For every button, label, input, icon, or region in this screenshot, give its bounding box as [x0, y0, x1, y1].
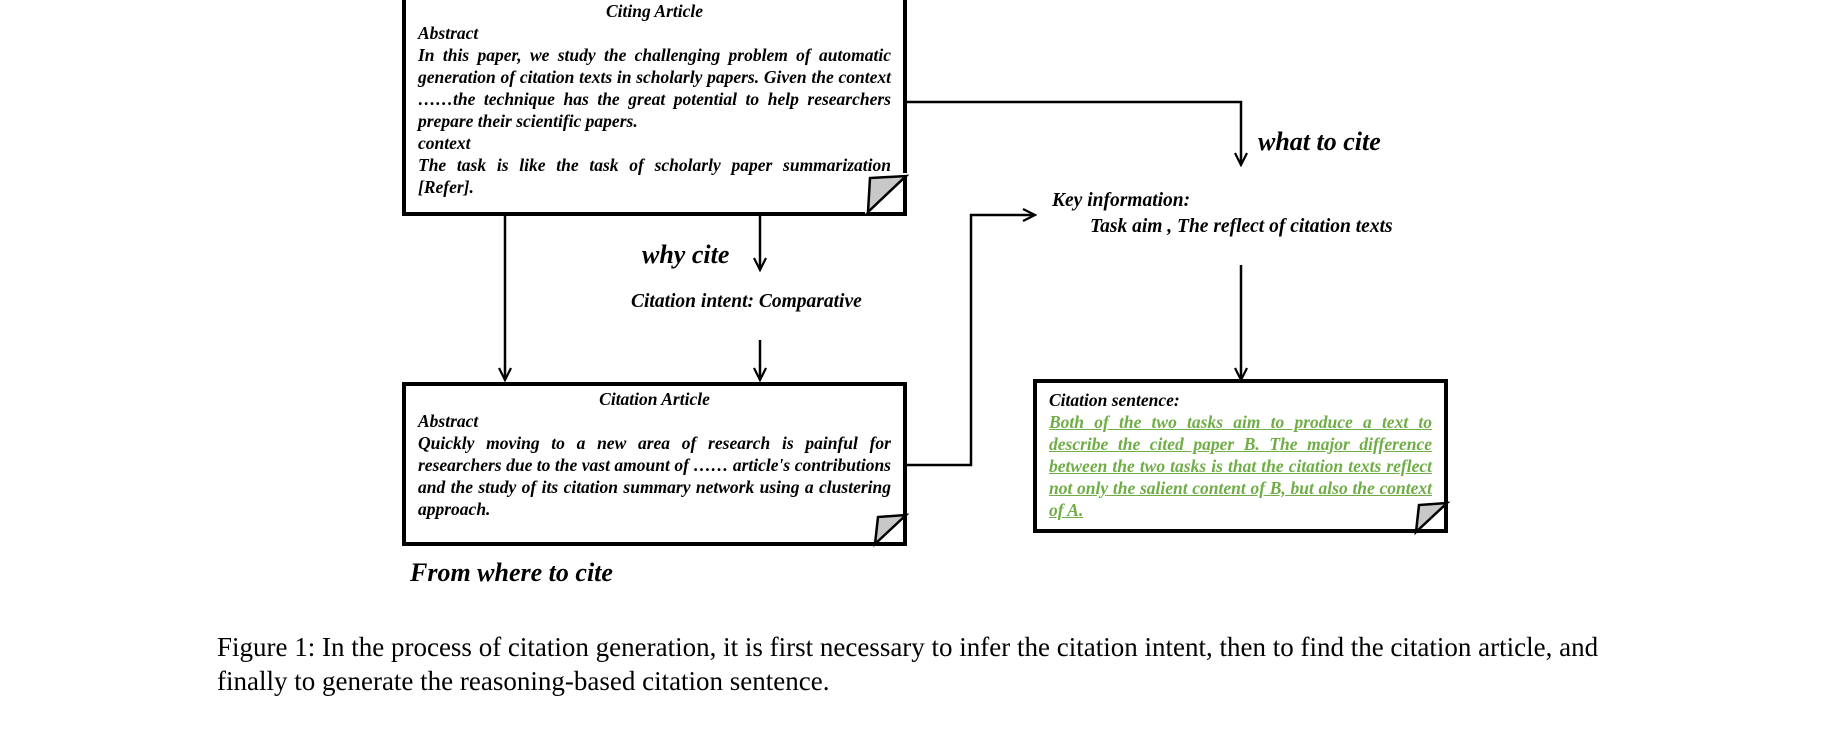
key-information-text: Task aim , The reflect of citation texts: [1090, 216, 1393, 237]
citation-sentence-text: Both of the two tasks aim to produce a t…: [1049, 412, 1432, 520]
citing-context-label: context: [418, 133, 471, 153]
citation-abstract-text: Quickly moving to a new area of research…: [418, 433, 891, 519]
sentence-page-fold-icon: [1414, 501, 1451, 536]
what-to-cite-label: what to cite: [1258, 127, 1381, 156]
arrow-citation-article-to-key-info: [907, 215, 1035, 467]
key-information-label: Key information:: [1052, 190, 1191, 211]
arrow-citing-to-key-info: [907, 100, 1241, 165]
citing-abstract-label: Abstract: [418, 23, 479, 43]
citing-article-box: Citing Article Abstract In this paper, w…: [402, 0, 907, 216]
citation-page-fold-icon: [873, 513, 910, 548]
citation-sentence-box: Citation sentence: Both of the two tasks…: [1033, 379, 1448, 533]
citation-article-box: Citation Article Abstract Quickly moving…: [402, 382, 907, 546]
citation-intent: Citation intent: Comparative: [631, 291, 862, 312]
citing-article-title: Citing Article: [605, 1, 704, 21]
citing-abstract-text: In this paper, we study the challenging …: [418, 45, 891, 131]
figure-caption: Figure 1: In the process of citation gen…: [217, 632, 1599, 696]
citing-context-text: The task is like the task of scholarly p…: [418, 155, 891, 197]
citation-sentence-label: Citation sentence:: [1049, 390, 1180, 410]
citing-page-fold-icon: [865, 173, 910, 216]
citation-abstract-label: Abstract: [418, 411, 479, 431]
citation-article-title: Citation Article: [599, 389, 710, 409]
why-cite-label: why cite: [642, 240, 730, 269]
from-where-to-cite-label: From where to cite: [410, 558, 613, 587]
